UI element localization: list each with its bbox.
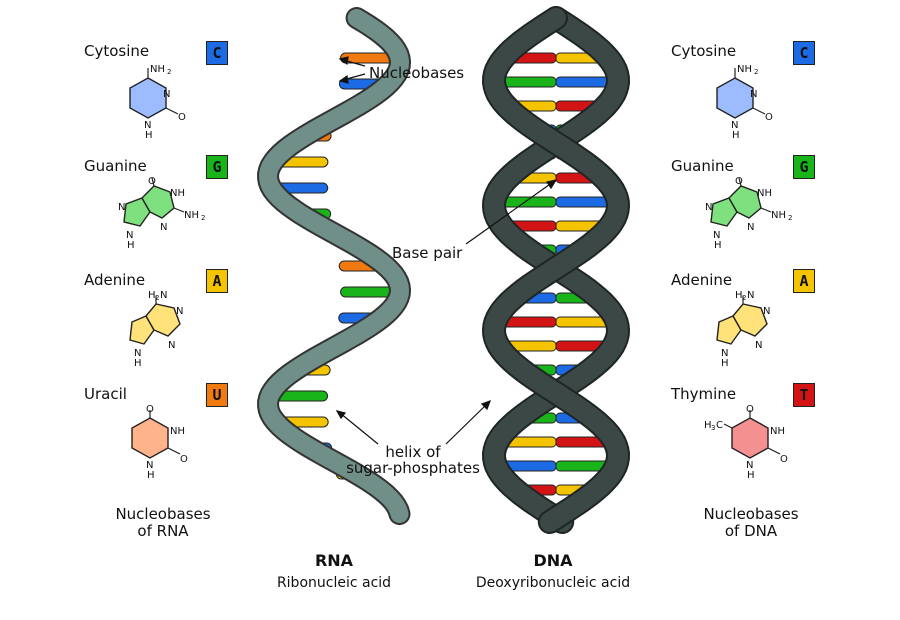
rna-title: RNA xyxy=(315,551,354,570)
rna-guanine-badge: G xyxy=(206,155,228,179)
rna-subtitle: Ribonucleic acid xyxy=(277,575,391,591)
svg-text:N: N xyxy=(747,222,754,233)
svg-text:C: C xyxy=(716,420,723,431)
svg-text:N: N xyxy=(705,202,712,213)
nh2-text: NH xyxy=(150,64,165,75)
svg-text:O: O xyxy=(746,404,754,415)
svg-text:N: N xyxy=(144,120,151,131)
dna-thymine-structure-icon: H 3 C O NH O N H xyxy=(704,404,788,481)
rna-adenine-label: Adenine xyxy=(84,271,146,289)
dna-adenine-label: Adenine xyxy=(671,271,733,289)
svg-text:O: O xyxy=(780,454,788,465)
svg-text:H: H xyxy=(732,130,740,140)
svg-text:N: N xyxy=(163,89,170,100)
svg-text:H: H xyxy=(704,420,712,431)
annotation-arrows xyxy=(335,56,558,445)
svg-text:H: H xyxy=(147,470,155,481)
dna-guanine-badge: G xyxy=(793,155,815,179)
dna-helix xyxy=(481,6,631,534)
svg-text:N: N xyxy=(176,306,183,317)
svg-text:H: H xyxy=(714,240,722,251)
dna-adenine-structure-icon: H 2 N N N N H xyxy=(716,290,770,369)
rna-adenine-structure-icon: H 2 N N N N H xyxy=(129,290,183,369)
rna-guanine-structure-icon: O NH NH 2 N N H N xyxy=(118,176,205,251)
svg-text:2: 2 xyxy=(201,214,205,222)
svg-text:NH: NH xyxy=(770,426,785,437)
svg-text:H: H xyxy=(134,358,142,369)
rna-cytosine-badge: C xyxy=(206,41,228,65)
svg-text:NH: NH xyxy=(184,210,199,221)
svg-text:2: 2 xyxy=(155,294,159,302)
svg-text:O: O xyxy=(735,176,743,187)
helix-label-line1: helix of xyxy=(385,443,441,461)
dna-nucleobases-caption-line2: of DNA xyxy=(724,522,778,540)
rna-guanine-label: Guanine xyxy=(84,157,147,175)
rna-uracil-badge: U xyxy=(206,383,228,407)
svg-text:H: H xyxy=(747,470,755,481)
rna-adenine-badge: A xyxy=(206,269,228,293)
svg-text:N: N xyxy=(763,306,770,317)
base-pair-label: Base pair xyxy=(392,244,463,262)
svg-text:2: 2 xyxy=(754,68,758,76)
dna-cytosine-label: Cytosine xyxy=(671,42,737,60)
svg-text:H: H xyxy=(148,290,156,301)
svg-text:2: 2 xyxy=(167,68,171,76)
rna-cytosine-label: Cytosine xyxy=(84,42,150,60)
dna-thymine-badge: T xyxy=(793,383,815,407)
svg-text:H: H xyxy=(735,290,743,301)
dna-cytosine-badge: C xyxy=(793,41,815,65)
svg-text:3: 3 xyxy=(711,424,715,432)
rna-uracil-label: Uracil xyxy=(84,385,127,403)
svg-text:N: N xyxy=(118,202,125,213)
svg-text:N: N xyxy=(126,230,133,241)
svg-text:H: H xyxy=(721,358,729,369)
svg-text:2: 2 xyxy=(788,214,792,222)
dna-backbone xyxy=(483,8,629,532)
svg-text:N: N xyxy=(755,340,762,351)
rna-helix xyxy=(257,7,412,525)
svg-text:NH: NH xyxy=(170,426,185,437)
svg-text:N: N xyxy=(746,460,753,471)
svg-text:N: N xyxy=(146,460,153,471)
svg-text:N: N xyxy=(134,348,141,359)
rna-backbone xyxy=(259,9,410,523)
rna-nucleobases-caption-line2: of RNA xyxy=(137,522,189,540)
svg-text:2: 2 xyxy=(742,294,746,302)
svg-text:N: N xyxy=(731,120,738,131)
svg-text:N: N xyxy=(750,89,757,100)
nucleobases-label: Nucleobases xyxy=(369,64,464,82)
dna-subtitle: Deoxyribonucleic acid xyxy=(476,575,630,591)
rna-nucleobases-caption-line1: Nucleobases xyxy=(115,505,211,523)
svg-text:N: N xyxy=(713,230,720,241)
helix-label-line2: sugar-phosphates xyxy=(346,459,480,477)
svg-text:O: O xyxy=(178,112,186,123)
svg-text:O: O xyxy=(148,176,156,187)
dna-thymine-label: Thymine xyxy=(671,385,737,403)
svg-text:N: N xyxy=(160,222,167,233)
dna-cytosine-structure-icon: NH 2 N N H O xyxy=(716,64,773,140)
svg-text:N: N xyxy=(160,290,167,301)
rna-cytosine-structure-icon: NH 2 N N H O xyxy=(129,64,186,140)
svg-text:NH: NH xyxy=(771,210,786,221)
svg-text:H: H xyxy=(145,130,153,140)
dna-adenine-badge: A xyxy=(793,269,815,293)
rna-uracil-structure-icon: O NH O N H xyxy=(131,404,188,481)
dna-guanine-structure-icon: O NH NH 2 N N H N xyxy=(705,176,792,251)
svg-text:NH: NH xyxy=(170,188,185,199)
svg-text:H: H xyxy=(127,240,135,251)
svg-text:N: N xyxy=(721,348,728,359)
svg-text:N: N xyxy=(168,340,175,351)
svg-text:O: O xyxy=(180,454,188,465)
dna-nucleobases-caption-line1: Nucleobases xyxy=(703,505,799,523)
svg-text:NH: NH xyxy=(757,188,772,199)
svg-text:NH: NH xyxy=(737,64,752,75)
svg-text:N: N xyxy=(747,290,754,301)
svg-text:O: O xyxy=(765,112,773,123)
dna-title: DNA xyxy=(533,551,573,570)
dna-guanine-label: Guanine xyxy=(671,157,734,175)
svg-text:O: O xyxy=(146,404,154,415)
